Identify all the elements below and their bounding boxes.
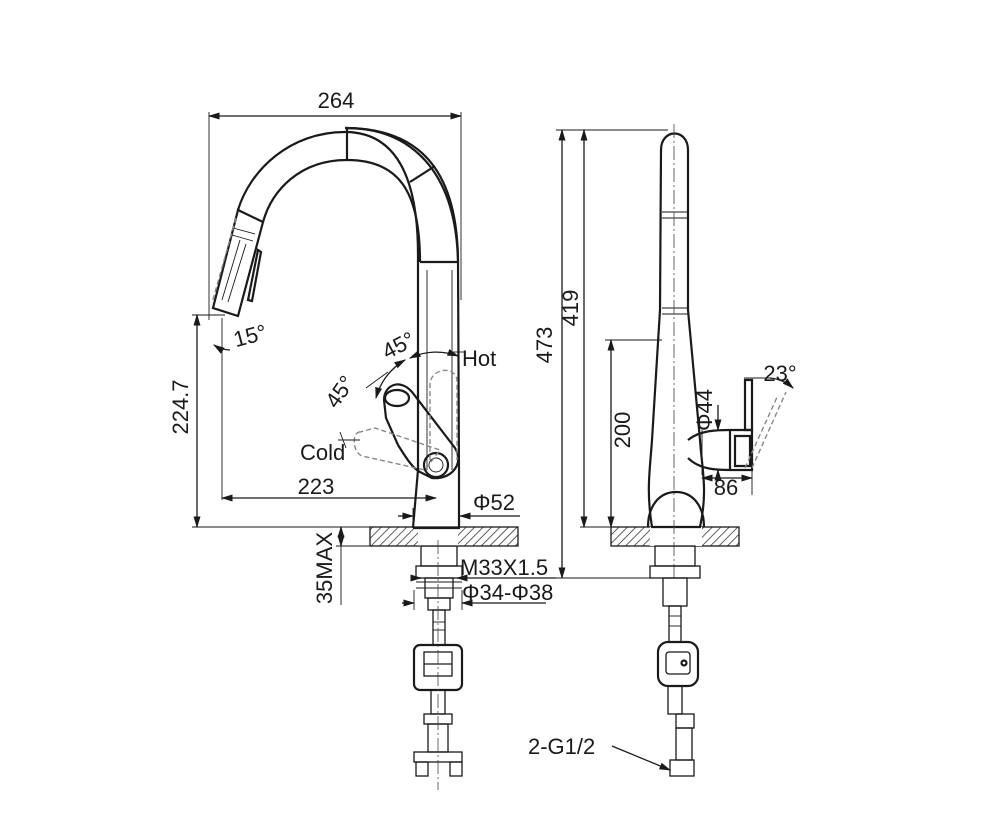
side-spout-body bbox=[647, 132, 706, 529]
label-hot: Hot bbox=[462, 346, 496, 371]
dim-spout-height: 419 bbox=[558, 290, 583, 327]
front-handle-cold-dashed bbox=[353, 427, 442, 471]
front-spout-inner-curve-2 bbox=[261, 158, 422, 263]
dim-body-diameter: Φ44 bbox=[692, 389, 717, 431]
dim-handle-angle-hot: 45° bbox=[378, 327, 419, 365]
front-shank bbox=[420, 545, 458, 567]
dim-spray-angle: 15° bbox=[231, 319, 270, 352]
side-view: 473 419 200 Φ44 86 23° 2-G1/2 bbox=[528, 124, 797, 777]
side-handle bbox=[687, 428, 754, 472]
front-spout-inner-curve bbox=[345, 126, 460, 263]
dim-spout-height: 224.7 bbox=[168, 379, 193, 434]
label-inlet-spec: 2-G1/2 bbox=[528, 734, 595, 759]
dim-overall-width: 264 bbox=[318, 88, 355, 113]
front-view: 264 224.7 15° 223 Φ52 45° 45° Hot Cold 3… bbox=[168, 88, 556, 790]
side-hose-weight bbox=[656, 640, 700, 688]
dim-handle-height: 200 bbox=[610, 412, 635, 449]
dim-thread-spec: M33X1.5 bbox=[460, 555, 548, 580]
dim-deck-thickness: 35MAX bbox=[312, 532, 337, 604]
dim-handle-angle-cold: 45° bbox=[320, 371, 360, 413]
front-handle-hot-dashed bbox=[429, 369, 458, 460]
dim-hole-diameter: Φ34-Φ38 bbox=[462, 580, 553, 605]
front-deck-cut bbox=[418, 527, 458, 546]
dim-handle-offset: 86 bbox=[714, 475, 738, 500]
dim-total-height: 473 bbox=[532, 327, 557, 364]
dim-handle-tilt: 23° bbox=[763, 361, 796, 386]
front-spray-head bbox=[211, 208, 265, 318]
label-cold: Cold bbox=[300, 440, 345, 465]
dim-reach: 223 bbox=[298, 474, 335, 499]
dim-base-diameter: Φ52 bbox=[473, 490, 515, 515]
